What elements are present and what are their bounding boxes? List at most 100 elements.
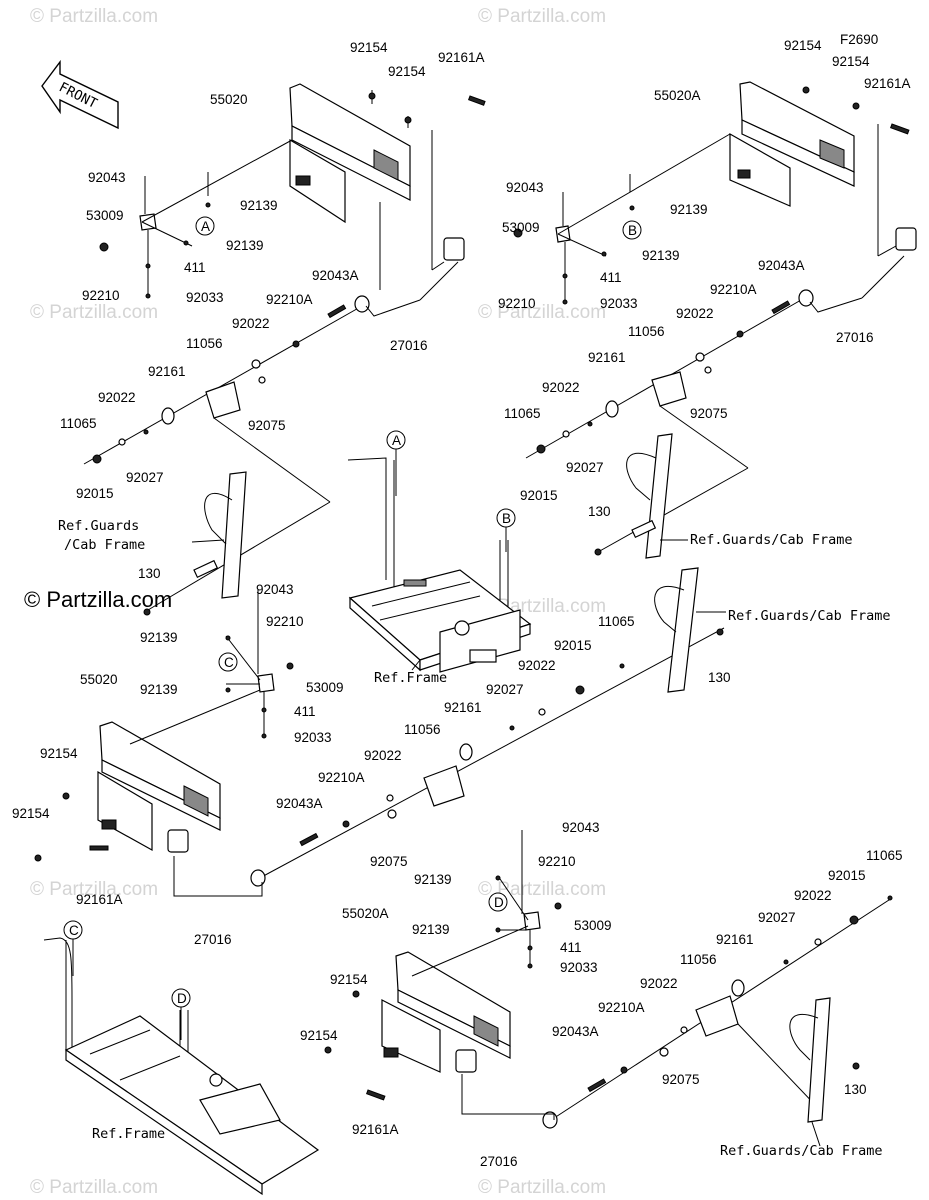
callout-d-circle xyxy=(171,988,191,1008)
part-label: 92210A xyxy=(710,282,757,297)
figure-code: F2690 xyxy=(840,32,878,47)
bracket xyxy=(129,590,294,745)
guard-frame xyxy=(654,567,724,693)
ref-guards: Ref.Guards/Cab Frame xyxy=(690,532,853,548)
part-label: 92161A xyxy=(438,50,485,65)
part-label: 55020 xyxy=(210,92,248,107)
part-label: 11056 xyxy=(680,952,717,967)
watermark: © Partzilla.com xyxy=(30,6,158,27)
part-label: 11056 xyxy=(628,324,665,339)
callout-a: A xyxy=(392,433,401,448)
part-label: 92022 xyxy=(232,316,270,331)
part-label: 92139 xyxy=(140,682,178,697)
bolt-icon xyxy=(802,86,910,135)
watermark-main: © Partzilla.com xyxy=(24,587,172,612)
part-label: 27016 xyxy=(194,932,232,947)
part-label: 92022 xyxy=(794,888,832,903)
bolt-icon xyxy=(324,990,477,1101)
callout-c-circle xyxy=(218,652,238,672)
part-label: 27016 xyxy=(836,330,874,345)
part-label: 411 xyxy=(184,260,206,275)
part-label: 53009 xyxy=(86,208,124,223)
part-label: 92154 xyxy=(388,64,426,79)
storage-box xyxy=(97,721,221,852)
part-label: 92022 xyxy=(640,976,678,991)
part-label: 27016 xyxy=(390,338,428,353)
guard-frame xyxy=(143,471,247,616)
part-label: 11065 xyxy=(598,614,635,629)
part-label: 92210A xyxy=(318,770,365,785)
part-label: 92139 xyxy=(414,872,452,887)
storage-box xyxy=(381,951,511,1073)
part-label: 92022 xyxy=(676,306,714,321)
part-label: 92210 xyxy=(266,614,304,629)
bolt-icon xyxy=(34,792,189,862)
watermark: © Partzilla.com xyxy=(478,879,606,900)
part-label: 92015 xyxy=(520,488,558,503)
part-label: 92015 xyxy=(554,638,592,653)
callout-b: B xyxy=(628,223,637,238)
fastener-chain xyxy=(525,124,917,553)
part-label: 92075 xyxy=(662,1072,700,1087)
part-label: 92027 xyxy=(758,910,796,925)
part-label: 411 xyxy=(600,270,622,285)
watermark: © Partzilla.com xyxy=(30,1177,158,1198)
callout-b-circle xyxy=(622,220,642,240)
watermark: © Partzilla.com xyxy=(478,302,606,323)
ref-frame: Ref.Frame xyxy=(92,1126,165,1142)
part-label: 92043 xyxy=(506,180,544,195)
part-label: 92043A xyxy=(312,268,359,283)
part-label: 92027 xyxy=(486,682,524,697)
part-label: 92022 xyxy=(98,390,136,405)
callout-b: B xyxy=(502,511,511,526)
part-label: 53009 xyxy=(574,918,612,933)
part-label: 11065 xyxy=(504,406,541,421)
ref-guards: Ref.Guards/Cab Frame xyxy=(728,608,891,624)
part-label: 92075 xyxy=(690,406,728,421)
part-label: 130 xyxy=(708,670,731,685)
callout-d: D xyxy=(177,991,187,1006)
part-label: 92161 xyxy=(444,700,482,715)
watermark: © Partzilla.com xyxy=(30,879,158,900)
part-label: 11065 xyxy=(60,416,97,431)
callout-a: A xyxy=(201,219,210,234)
callout-d-circle xyxy=(488,892,508,912)
guard-frame xyxy=(594,433,673,559)
part-label: 92210A xyxy=(598,1000,645,1015)
watermark: © Partzilla.com xyxy=(30,302,158,323)
front-arrow-icon: FRONT xyxy=(41,59,119,130)
ref-frame: Ref.Frame xyxy=(374,670,447,686)
part-label: 411 xyxy=(294,704,316,719)
part-label: 130 xyxy=(844,1082,867,1097)
part-label: 130 xyxy=(138,566,161,581)
part-label: 92043 xyxy=(88,170,126,185)
part-label: 55020 xyxy=(80,672,118,687)
part-label: 92161 xyxy=(148,364,186,379)
part-label: 92210 xyxy=(538,854,576,869)
part-label: 92210 xyxy=(82,288,120,303)
callout-b-circle xyxy=(496,508,516,528)
part-label: 92154 xyxy=(40,746,78,761)
part-label: 92033 xyxy=(186,290,224,305)
fastener-chain xyxy=(173,627,725,897)
callout-a-circle xyxy=(195,216,215,236)
part-label: 55020A xyxy=(342,906,389,921)
part-label: 27016 xyxy=(480,1154,518,1169)
part-label: 92161A xyxy=(352,1122,399,1137)
part-label: 92161A xyxy=(864,76,911,91)
part-label: 92022 xyxy=(542,380,580,395)
part-label: 92154 xyxy=(350,40,388,55)
part-label: 92154 xyxy=(12,806,50,821)
part-label: 92043A xyxy=(758,258,805,273)
part-label: 92161 xyxy=(588,350,626,365)
fastener-chain xyxy=(461,895,893,1129)
part-label: 92139 xyxy=(140,630,178,645)
part-label: 92043 xyxy=(562,820,600,835)
part-label: 92210 xyxy=(498,296,536,311)
part-label: 92139 xyxy=(670,202,708,217)
part-label: 92027 xyxy=(566,460,604,475)
part-label: 92139 xyxy=(240,198,278,213)
part-label: 92161 xyxy=(716,932,754,947)
watermark: © Partzilla.com xyxy=(478,1177,606,1198)
